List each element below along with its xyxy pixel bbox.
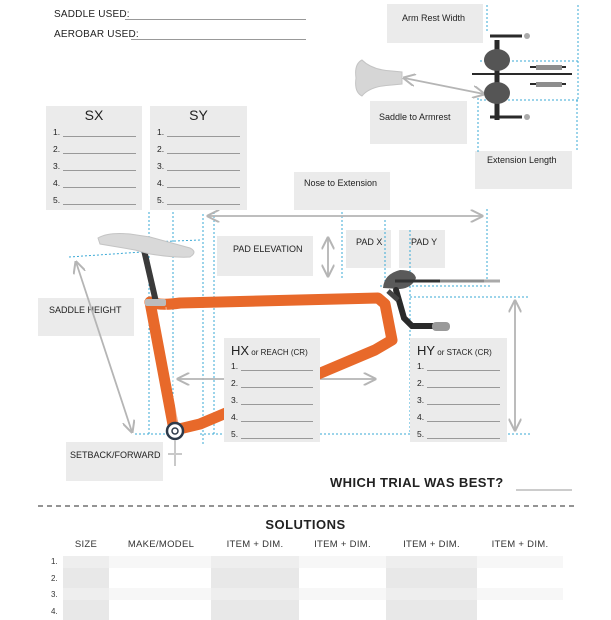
sx-row-3[interactable]: 3. <box>53 161 136 171</box>
sx-row-5[interactable]: 5. <box>53 195 136 205</box>
hy-row-3[interactable]: 3. <box>417 395 500 405</box>
sy-row-3[interactable]: 3. <box>157 161 240 171</box>
best-trial-question: WHICH TRIAL WAS BEST? <box>330 475 504 490</box>
arm-rest-width-box: Arm Rest Width <box>387 4 483 43</box>
hx-row-2[interactable]: 2. <box>231 378 313 388</box>
sx-row-1[interactable]: 1. <box>53 127 136 137</box>
sy-row-1[interactable]: 1. <box>157 127 240 137</box>
table-row <box>63 588 563 600</box>
row-label-3: 3. <box>51 590 58 599</box>
sx-title: SX <box>84 107 104 123</box>
hy-row-2[interactable]: 2. <box>417 378 500 388</box>
col-item-dim-3: ITEM + DIM. <box>403 539 460 550</box>
hx-row-4[interactable]: 4. <box>231 412 313 422</box>
extension-length-label: Extension Length <box>487 155 557 165</box>
pad-x-box: PAD X <box>346 230 391 268</box>
extension-length-box: Extension Length <box>475 151 572 189</box>
aerobar-side-icon <box>383 270 500 331</box>
hy-box: HY or STACK (CR) 1. 2. 3. 4. 5. <box>410 338 507 442</box>
sx-box: SX 1. 2. 3. 4. 5. <box>46 106 142 210</box>
sy-box: SY 1. 2. 3. 4. 5. <box>150 106 247 210</box>
sy-row-5[interactable]: 5. <box>157 195 240 205</box>
col-item-dim-2: ITEM + DIM. <box>314 539 371 550</box>
hy-row-5[interactable]: 5. <box>417 429 500 439</box>
hx-row-1[interactable]: 1. <box>231 361 313 371</box>
saddle-icon <box>97 233 195 258</box>
table-row <box>63 556 563 568</box>
hx-row-5[interactable]: 5. <box>231 429 313 439</box>
saddle-height-arrow <box>76 262 132 432</box>
row-label-1: 1. <box>51 557 58 566</box>
sy-title: SY <box>189 107 208 123</box>
hx-box: HX or REACH (CR) 1. 2. 3. 4. 5. <box>224 338 320 442</box>
saddle-to-armrest-label: Saddle to Armrest <box>379 112 451 122</box>
pad-elevation-box: PAD ELEVATION <box>217 236 313 276</box>
sx-row-4[interactable]: 4. <box>53 178 136 188</box>
col-item-dim-1: ITEM + DIM. <box>226 539 284 550</box>
seatpost <box>141 249 159 303</box>
arm-rest-width-label: Arm Rest Width <box>402 13 466 23</box>
aerobar-top-icon <box>472 33 572 120</box>
nose-to-extension-box: Nose to Extension <box>294 172 390 210</box>
hx-title: HX or REACH (CR) <box>231 343 308 358</box>
setback-forward-box: SETBACK/FORWARD <box>66 442 163 481</box>
aerobar-used-label: AEROBAR USED: <box>54 29 139 40</box>
hx-row-3[interactable]: 3. <box>231 395 313 405</box>
pad-x-label: PAD X <box>356 237 383 247</box>
col-make-model: MAKE/MODEL <box>127 539 195 550</box>
nose-to-extension-label: Nose to Extension <box>304 178 378 188</box>
hy-title: HY or STACK (CR) <box>417 343 492 358</box>
pad-y-box: PAD Y <box>399 230 445 268</box>
saddle-used-label: SADDLE USED: <box>54 9 130 20</box>
hy-row-4[interactable]: 4. <box>417 412 500 422</box>
pad-y-label: PAD Y <box>411 237 438 247</box>
saddle-used-field[interactable] <box>125 19 306 20</box>
row-label-2: 2. <box>51 574 58 583</box>
sy-row-4[interactable]: 4. <box>157 178 240 188</box>
pad-elevation-label: PAD ELEVATION <box>233 244 303 254</box>
sx-row-2[interactable]: 2. <box>53 144 136 154</box>
setback-forward-label: SETBACK/FORWARD <box>70 450 161 460</box>
saddle-to-armrest-arrow <box>404 78 484 94</box>
sy-row-2[interactable]: 2. <box>157 144 240 154</box>
solutions-title: SOLUTIONS <box>265 517 346 532</box>
saddle-to-armrest-box: Saddle to Armrest <box>370 101 467 144</box>
hy-row-1[interactable]: 1. <box>417 361 500 371</box>
saddle-top-icon <box>355 59 403 97</box>
col-item-dim-4: ITEM + DIM. <box>491 539 549 550</box>
col-size: SIZE <box>74 539 98 550</box>
row-label-4: 4. <box>51 607 58 616</box>
aerobar-used-field[interactable] <box>131 39 306 40</box>
